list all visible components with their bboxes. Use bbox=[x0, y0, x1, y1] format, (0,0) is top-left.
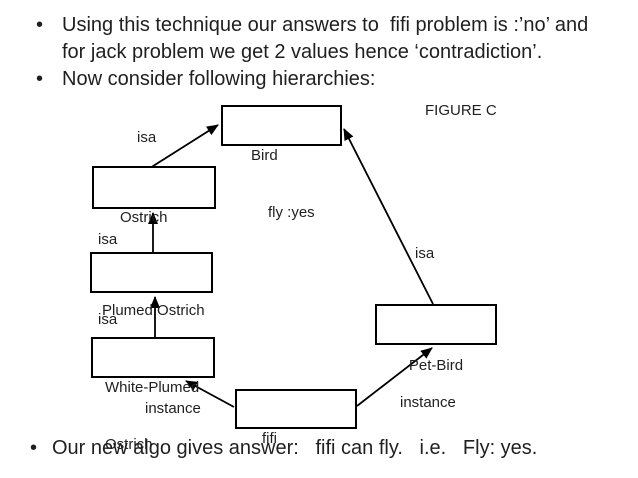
node-fifi-title: fifi bbox=[262, 430, 277, 447]
edge-label-isa-petbird-bird: isa bbox=[415, 245, 435, 262]
edge-label-instance-fifi-petbird: instance bbox=[400, 394, 456, 411]
node-white-plumed-title-line1: White-Plumed bbox=[105, 379, 200, 396]
bullet1-line1: Using this technique our answers to fifi… bbox=[62, 14, 589, 36]
edge-isa-petbird-to-bird bbox=[343, 128, 434, 305]
edge-label-isa-plumed-ostrich: isa bbox=[98, 231, 118, 248]
node-bird: Bird fly :yes bbox=[221, 105, 342, 221]
node-plumed-ostrich-title: Plumed Ostrich bbox=[102, 302, 205, 319]
bullet3-text: Our new algo gives answer: fifi can fly.… bbox=[52, 437, 538, 459]
bullet2-text: Now consider following hierarchies: bbox=[62, 68, 376, 90]
bullet-marker-2: • bbox=[36, 68, 44, 90]
edge-label-instance-fifi-white: instance bbox=[145, 400, 201, 417]
node-pet-bird-title: Pet-Bird bbox=[408, 357, 464, 374]
node-plumed-ostrich: Plumed Ostrich bbox=[90, 252, 213, 319]
edge-instance-fifi-to-petbird bbox=[356, 347, 433, 407]
node-bird-property: fly :yes bbox=[268, 204, 315, 221]
edge-instance-fifi-to-whiteplumed bbox=[185, 380, 235, 408]
node-pet-bird: Pet-Bird bbox=[375, 304, 497, 374]
node-ostrich: Ostrich fly: no bbox=[92, 166, 216, 283]
bullet1-line2: for jack problem we get 2 values hence ‘… bbox=[62, 41, 543, 63]
bullet-marker-3: • bbox=[30, 437, 38, 459]
bullet-marker-1: • bbox=[36, 14, 44, 36]
node-ostrich-title: Ostrich bbox=[120, 209, 168, 226]
node-white-plumed-title-line2: Ostrich bbox=[105, 436, 153, 453]
edge-label-isa-white-plumed: isa bbox=[98, 311, 118, 328]
node-white-plumed-ostrich: White-Plumed Ostrich bbox=[91, 337, 215, 453]
node-bird-title: Bird bbox=[251, 147, 278, 164]
node-fifi: fifi fly : ? bbox=[235, 389, 357, 447]
edge-isa-ostrich-to-bird bbox=[149, 124, 219, 169]
edge-label-isa-ostrich-bird: isa bbox=[137, 129, 157, 146]
figure-caption: FIGURE C bbox=[425, 102, 497, 119]
